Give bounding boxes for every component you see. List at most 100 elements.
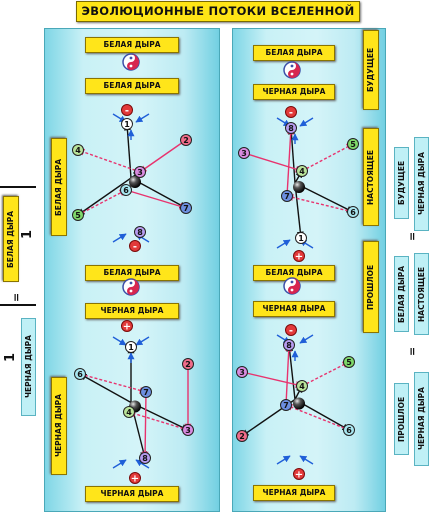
cube-4-center-ball <box>293 397 305 410</box>
cube-1-node-label-4: 4 <box>75 146 81 155</box>
cube-1-node-label-2: 2 <box>183 136 189 145</box>
cube-1-node-6 <box>120 184 132 196</box>
cube-4-node-2 <box>236 430 248 442</box>
cube-1-pink-edge <box>77 148 141 173</box>
cube-1-blue-arrow <box>112 233 127 243</box>
cube-3-node-label-4: 4 <box>299 167 305 176</box>
cube-2-pink-edge <box>141 391 149 459</box>
cube-2-pink-edge <box>128 410 189 431</box>
cube-2-top-sign: + <box>123 322 131 333</box>
cube-4-node-label-6: 6 <box>346 426 352 435</box>
cube-1-top-sign-circle <box>121 104 133 116</box>
cube-2-node-label-3: 3 <box>185 426 191 435</box>
cube-2-blue-arrow <box>112 336 127 346</box>
cube-3-top-sign-circle <box>285 106 297 118</box>
left-bottom-black-hole-label: ЧЕРНАЯ ДЫРА <box>85 486 179 502</box>
cube-4-node-3 <box>236 366 248 378</box>
cube-4-pink-edge <box>285 404 350 431</box>
cube-3-node-label-8: 8 <box>288 124 294 133</box>
cube-4-black-edge <box>286 344 296 400</box>
cube-2-node-2 <box>182 358 194 370</box>
cube-1-node-7 <box>180 202 192 214</box>
cube-2-blue-arrow <box>135 336 150 346</box>
cube-2-top-sign-circle <box>121 320 133 332</box>
cube-1-node-5 <box>72 209 84 221</box>
cube-3-top-sign: - <box>289 108 293 119</box>
cube-4-node-label-5: 5 <box>346 358 352 367</box>
cube-1-blue-arrow <box>135 113 150 123</box>
cube-3-node-1 <box>295 232 307 244</box>
left-middle-black-hole-label: ЧЕРНАЯ ДЫРА <box>85 303 179 319</box>
cube-2-bottom-sign-circle <box>129 472 141 484</box>
cube-4-node-7 <box>280 399 292 411</box>
diagram-title: ЭВОЛЮЦИОННЫЕ ПОТОКИ ВСЕЛЕННОЙ <box>76 1 360 22</box>
cube-4-pink-edge <box>241 371 303 388</box>
left-top-white-hole-label: БЕЛАЯ ДЫРА <box>85 37 179 53</box>
right-middle-yin-yang-icon <box>283 277 301 295</box>
cube-4-node-label-7: 7 <box>283 401 289 410</box>
cube-3-center-ball <box>293 181 305 193</box>
cube-3-blue-arrow <box>299 117 314 127</box>
cube-3-bottom-sign-circle <box>293 250 305 262</box>
cube-4-node-8 <box>283 339 295 351</box>
cube-1-pink-edge <box>125 189 187 210</box>
cube-2-node-label-7: 7 <box>143 388 149 397</box>
cube-4-node-label-2: 2 <box>239 432 245 441</box>
cube-3-node-6 <box>347 206 359 218</box>
cube-1-node-label-8: 8 <box>137 228 143 237</box>
cube-1-node-2 <box>180 134 192 146</box>
cube-1-pink-edge <box>139 139 187 173</box>
cube-2-node-label-4: 4 <box>126 408 132 417</box>
cube-3-blue-arrow <box>276 239 291 249</box>
cube-2-node-label-1: 1 <box>128 343 134 352</box>
far-left-fraction-top-line <box>0 186 36 188</box>
cube-3-pink-edge <box>286 194 354 213</box>
cube-4-node-label-4: 4 <box>299 382 305 391</box>
right-middle-black-hole-label: ЧЕРНАЯ ДЫРА <box>253 301 335 317</box>
right-top-yin-yang-icon <box>283 61 301 79</box>
left-middle-yin-yang-icon <box>122 278 140 296</box>
cube-4-node-4 <box>296 380 308 392</box>
cube-4-top-sign: - <box>289 326 293 337</box>
cube-4-bottom-sign-circle <box>293 468 305 480</box>
cube-4-bottom-sign: + <box>295 470 303 481</box>
cube-3-node-label-5: 5 <box>350 140 356 149</box>
cube-1-node-label-7: 7 <box>183 204 189 213</box>
cube-2-node-3 <box>182 424 194 436</box>
cube-3-pink-edge <box>301 143 354 172</box>
cube-1-pink-edge <box>77 189 127 216</box>
cube-2-blue-arrow <box>112 459 127 469</box>
cube-4-node-label-8: 8 <box>286 341 292 350</box>
cube-2-node-label-8: 8 <box>142 454 148 463</box>
cube-2-node-label-6: 6 <box>77 370 83 379</box>
cube-1-center-ball <box>129 176 141 188</box>
cube-3-pink-edge <box>243 152 303 173</box>
cube-1-black-edge <box>77 177 132 216</box>
cube-1-bottom-sign: - <box>133 242 137 253</box>
cube-2-bottom-sign: + <box>131 474 139 485</box>
cube-1-node-3 <box>134 166 146 178</box>
cube-4-blue-arrow <box>276 455 291 465</box>
cube-3-node-5 <box>347 138 359 150</box>
cube-1-node-label-5: 5 <box>75 211 81 220</box>
cube-2-black-edge <box>79 373 132 404</box>
cube-1-node-label-1: 1 <box>124 120 130 129</box>
cube-3-node-label-6: 6 <box>350 208 356 217</box>
cube-3-pink-edge <box>286 127 295 197</box>
cube-4-node-label-3: 3 <box>239 368 245 377</box>
cube-4-blue-arrow <box>299 455 314 465</box>
right-top-white-hole-label: БЕЛАЯ ДЫРА <box>253 45 335 61</box>
cube-1-node-4 <box>72 144 84 156</box>
cube-1-node-label-6: 6 <box>123 186 129 195</box>
cube-3-node-8 <box>285 122 297 134</box>
cube-3-node-7 <box>281 190 293 202</box>
cube-4-pink-edge <box>301 361 350 387</box>
cube-3-node-label-1: 1 <box>298 234 304 243</box>
cube-2-node-1 <box>125 341 137 353</box>
cube-3-node-3 <box>238 147 250 159</box>
cube-4-pink-edge <box>285 344 293 406</box>
cube-3-bottom-sign: + <box>295 252 303 263</box>
cube-1-bottom-sign-circle <box>129 240 141 252</box>
cube-1-node-label-3: 3 <box>137 168 143 177</box>
cube-1-node-1 <box>121 118 133 130</box>
